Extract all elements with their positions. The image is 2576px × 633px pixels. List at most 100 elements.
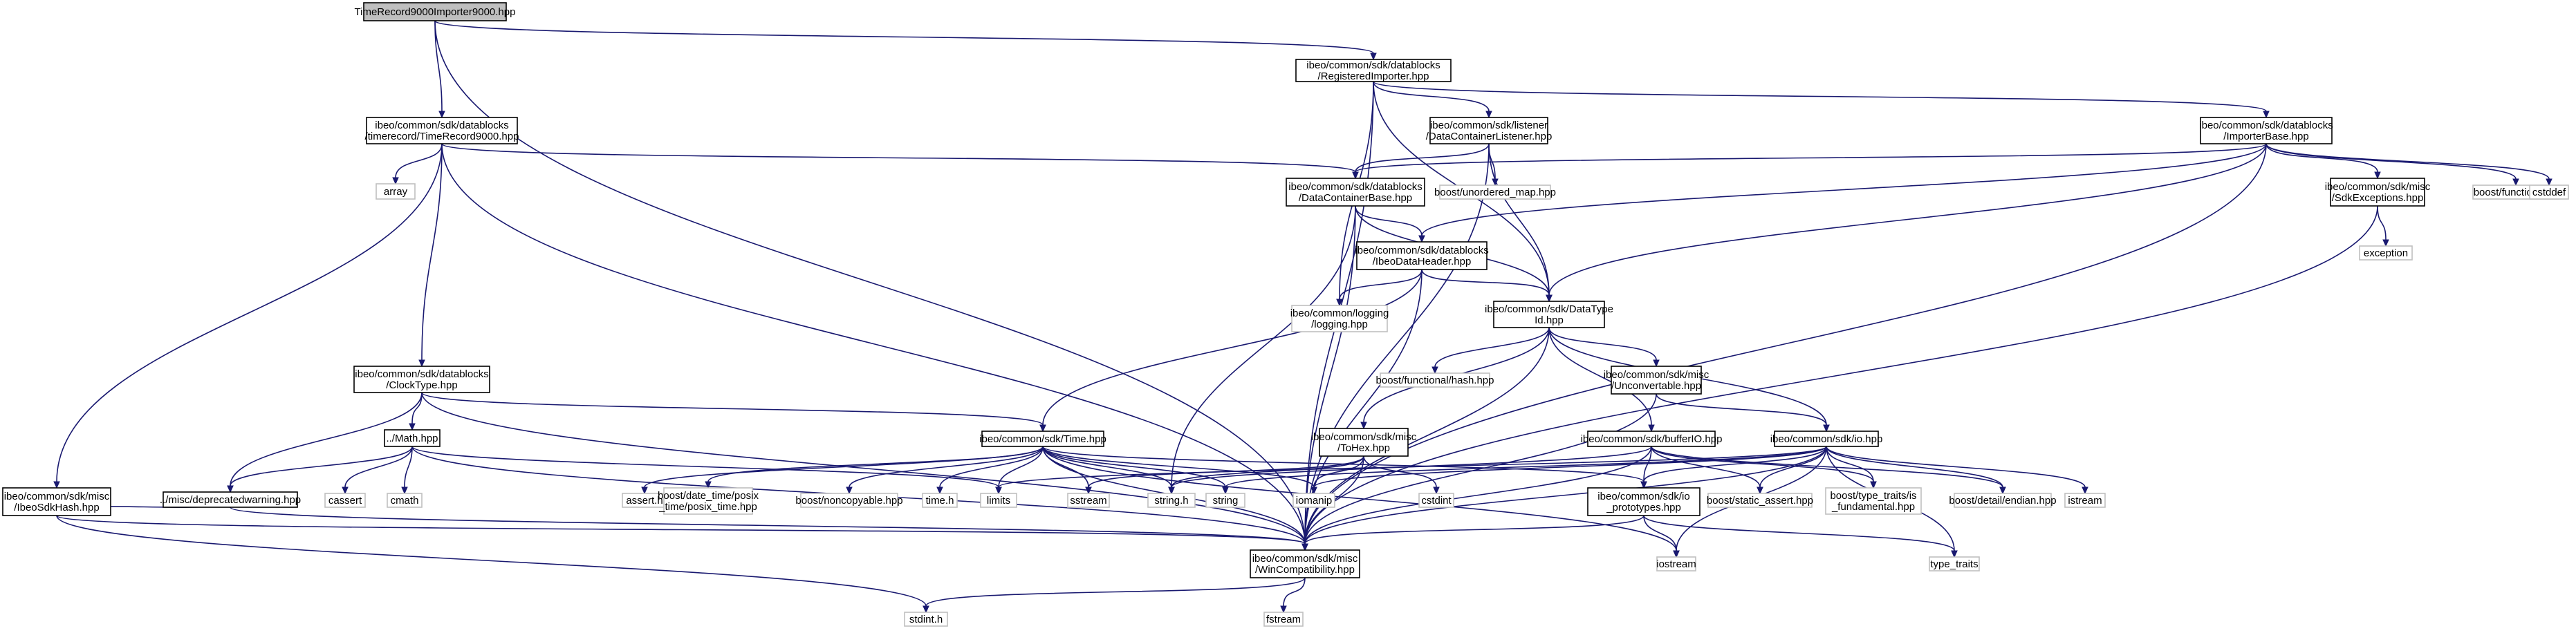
arrowhead (2082, 486, 2088, 495)
edge-dcbase-to-wincompat (1304, 205, 1356, 545)
node-bufferio[interactable]: ibeo/common/sdk/bufferIO.hpp (1581, 431, 1723, 447)
edge-io-to-wincompat (1304, 446, 1827, 545)
node-ibeodh[interactable]: ibeo/common/sdk/datablocks/IbeoDataHeade… (1355, 241, 1489, 270)
edge-math-to-deprec (230, 446, 413, 486)
node-label: boost/static_assert.hpp (1707, 495, 1813, 507)
edge-time-to-timeh (939, 446, 1044, 488)
arrowhead (1870, 481, 1877, 489)
edge-tohex-to-iomanip (1313, 455, 1364, 488)
arrowhead (936, 486, 943, 495)
node-clocktype[interactable]: ibeo/common/sdk/datablocks/ClockType.hpp (353, 366, 490, 393)
arrowhead (392, 177, 399, 185)
node-label: array (384, 186, 408, 198)
edge-dclistener-to-wincompat (1304, 143, 1490, 545)
edge-impbase-to-cstddef (2265, 143, 2550, 180)
arrowhead (641, 486, 648, 495)
arrowhead (1085, 486, 1092, 495)
node-label: ibeo/common/sdk/Time.hpp (979, 433, 1106, 445)
node-label: _fundamental.hpp (1831, 501, 1915, 513)
node-box (1291, 305, 1388, 332)
arrowhead (1168, 486, 1175, 495)
edge-sdkhash-to-wincompat (56, 515, 1306, 545)
node-deprec[interactable]: ../misc/deprecatedwarning.hpp (160, 491, 301, 508)
node-box (1319, 428, 1409, 457)
node-tr9000[interactable]: ibeo/common/sdk/datablocks/timerecord/Ti… (365, 117, 519, 144)
node-sdkexc[interactable]: ibeo/common/sdk/misc/SdkExceptions.hpp (2325, 178, 2431, 207)
node-timeh: time.h (922, 493, 958, 508)
arrowhead (846, 486, 853, 495)
node-time[interactable]: ibeo/common/sdk/Time.hpp (979, 431, 1106, 447)
edge-math-to-cmath (404, 446, 413, 488)
edge-impbase-to-wincompat (1304, 143, 2267, 545)
edge-ibeodh-to-datatypeid (1421, 269, 1550, 296)
edge-impbase-to-sdkexc (2265, 143, 2378, 173)
edge-io-to-typetraitsfund (1826, 446, 1874, 482)
arrowhead (1370, 53, 1377, 61)
edge-impbase-to-ibeodh (1421, 143, 2267, 236)
node-label: /SdkExceptions.hpp (2332, 192, 2424, 204)
node-stdinth: stdint.h (904, 612, 948, 627)
arrowhead (1673, 550, 1680, 558)
node-label: /timerecord/TimeRecord9000.hpp (365, 131, 519, 142)
node-label: ibeo/common/sdk/datablocks (1306, 59, 1440, 71)
node-sdkhash[interactable]: ibeo/common/sdk/misc/IbeoSdkHash.hpp (2, 487, 111, 516)
node-box (2529, 185, 2569, 200)
node-label: ibeo/common/sdk/datablocks (1288, 181, 1422, 193)
node-box (387, 493, 423, 508)
node-label: boost/unordered_map.hpp (1434, 187, 1556, 198)
node-label: ibeo/common/sdk/DataType (1485, 303, 1613, 315)
arrowhead (1653, 359, 1660, 368)
edge-time-to-noncopy (849, 446, 1044, 488)
edge-tohex-to-stringh (1171, 455, 1364, 488)
node-unordmap: boost/unordered_map.hpp (1434, 185, 1556, 200)
node-label: /ToHex.hpp (1337, 442, 1390, 454)
node-cassert: cassert (324, 493, 366, 508)
node-ioproto[interactable]: ibeo/common/sdk/io_prototypes.hpp (1587, 487, 1701, 516)
arrowhead (401, 486, 408, 495)
node-label: string (1213, 495, 1239, 507)
node-impbase[interactable]: ibeo/common/sdk/datablocks/ImporterBase.… (2199, 117, 2333, 144)
node-exception: exception (2359, 245, 2413, 261)
edge-dcbase-to-ibeodh (1355, 205, 1423, 236)
node-label: boost/functional/hash.hpp (1376, 375, 1494, 386)
arrowhead (1280, 605, 1287, 614)
node-box (800, 493, 898, 508)
node-box (2330, 178, 2425, 207)
arrowhead (705, 481, 712, 489)
edge-regimp-to-impbase (1373, 81, 2267, 112)
node-tohex[interactable]: ibeo/common/sdk/misc/ToHex.hpp (1311, 428, 1417, 457)
arrowhead (1546, 294, 1553, 303)
node-label: time.h (926, 495, 954, 507)
edge-layer (53, 20, 2552, 614)
arrowhead (227, 485, 234, 493)
edge-dclistener-to-datatypeid (1488, 143, 1550, 296)
node-math[interactable]: ../Math.hpp (384, 429, 441, 447)
edge-io-to-istream (1826, 446, 2086, 488)
node-label: _prototypes.hpp (1606, 502, 1681, 513)
node-label: iomanip (1296, 495, 1333, 507)
arrowhead (995, 486, 1002, 495)
node-dcbase[interactable]: ibeo/common/sdk/datablocks/DataContainer… (1286, 178, 1425, 207)
node-io[interactable]: ibeo/common/sdk/io.hpp (1770, 431, 1883, 447)
node-box (2359, 245, 2413, 261)
arrowhead (1360, 422, 1367, 430)
node-dclistener[interactable]: ibeo/common/sdk/listener/DataContainerLi… (1426, 117, 1553, 144)
arrowhead (1648, 424, 1655, 433)
node-root[interactable]: TimeRecord9000Importer9000.hpp (355, 2, 516, 21)
node-cstddef: cstddef (2529, 185, 2569, 200)
edge-sdkexc-to-exception (2377, 205, 2387, 240)
edge-clocktype-to-time (421, 392, 1044, 426)
node-noncopy: boost/noncopyable.hpp (795, 493, 903, 508)
node-unconv[interactable]: ibeo/common/sdk/misc/Unconvertable.hpp (1604, 366, 1709, 395)
node-box (1295, 59, 1452, 82)
edge-sdkexc-to-wincompat (1304, 205, 2378, 545)
node-wincompat[interactable]: ibeo/common/sdk/misc/WinCompatibility.hp… (1250, 549, 1360, 578)
node-box (1356, 241, 1488, 270)
node-iomanip: iomanip (1292, 493, 1335, 508)
node-box (980, 493, 1017, 508)
node-cstdint: cstdint (1418, 493, 1454, 508)
node-label: exception (2364, 247, 2408, 259)
node-regimp[interactable]: ibeo/common/sdk/datablocks/RegisteredImp… (1295, 59, 1452, 82)
